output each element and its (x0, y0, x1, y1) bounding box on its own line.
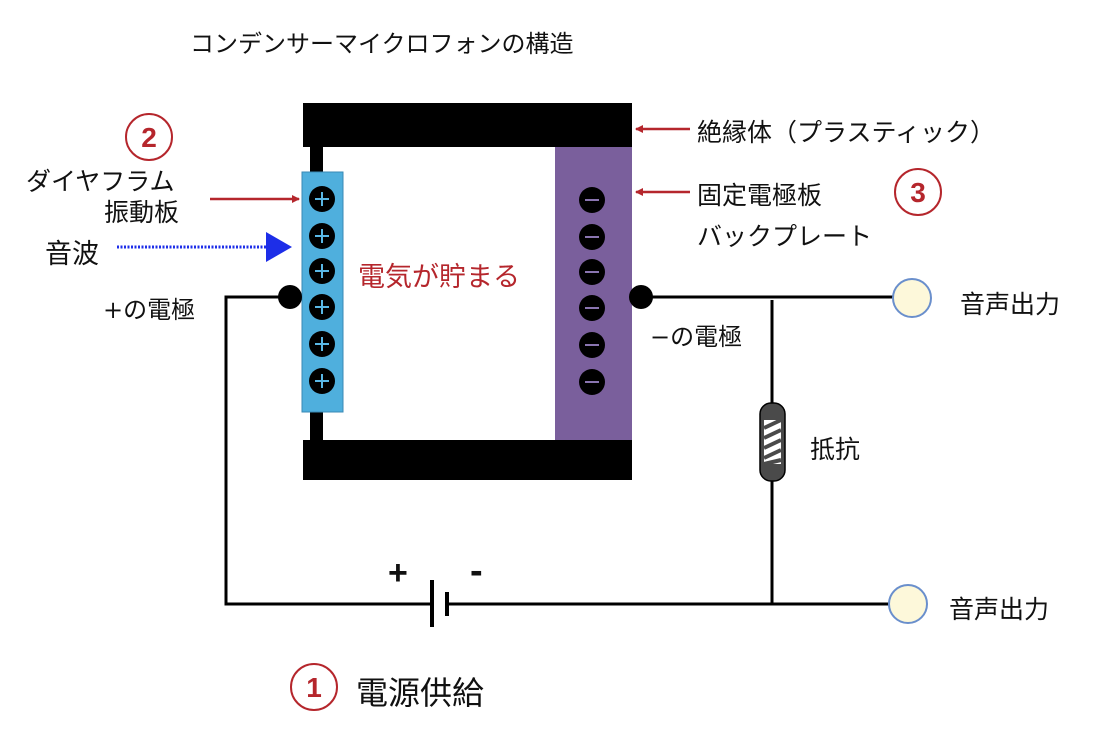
plus-charge-icon (309, 331, 335, 357)
plus-charge-icon (309, 294, 335, 320)
diaphragm-label-2: 振動板 (104, 198, 180, 227)
diaphragm-label-1: ダイヤフラム (26, 167, 175, 196)
diaphragm-mount-bottom (310, 411, 323, 440)
output-label-top: 音声出力 (960, 290, 1061, 319)
plus-charge-icon (309, 223, 335, 249)
diagram-title: コンデンサーマイクロフォンの構造 (190, 30, 574, 58)
minus-charge-icon (579, 259, 605, 285)
insulator-bottom (303, 440, 632, 480)
power-supply-label: 電源供給 (356, 674, 485, 712)
plus-electrode-terminal (278, 285, 302, 309)
minus-electrode-terminal (629, 285, 653, 309)
plus-charge-icon (309, 368, 335, 394)
minus-charge-icon (579, 332, 605, 358)
output-label-bottom: 音声出力 (949, 595, 1050, 624)
minus-charges (579, 187, 605, 395)
plus-electrode-label: +の電極 (103, 296, 196, 324)
svg-text:3: 3 (910, 177, 926, 208)
battery-plus-sign: + (388, 554, 408, 592)
backplate-label-2: バックプレート (697, 222, 873, 251)
minus-electrode-label: −の電極 (650, 323, 743, 351)
charge-stored-label: 電気が貯まる (358, 262, 520, 293)
svg-text:1: 1 (306, 672, 322, 703)
minus-charge-icon (579, 224, 605, 250)
resistor-label: 抵抗 (810, 435, 861, 464)
minus-charge-icon (579, 295, 605, 321)
resistor-icon (759, 402, 786, 482)
plus-charges (309, 186, 335, 394)
minus-charge-icon (579, 187, 605, 213)
backplate-label-1: 固定電極板 (697, 181, 823, 210)
sound-wave-label: 音波 (45, 239, 99, 270)
number-badge-3: 3 (894, 168, 942, 216)
diaphragm-mount-top (310, 147, 323, 173)
output-terminal-bottom (888, 584, 928, 624)
plus-charge-icon (309, 258, 335, 284)
minus-charge-icon (579, 369, 605, 395)
plus-charge-icon (309, 186, 335, 212)
insulator-label: 絶縁体（プラスティック） (697, 118, 996, 147)
svg-text:2: 2 (141, 122, 157, 153)
insulator-top (303, 103, 632, 147)
sound-wave-arrow (117, 232, 292, 262)
wire-plus (224, 295, 432, 606)
output-terminal-top (892, 278, 932, 318)
number-badge-1: 1 (290, 663, 338, 711)
number-badge-2: 2 (125, 113, 173, 161)
battery-minus-sign: - (470, 550, 483, 592)
